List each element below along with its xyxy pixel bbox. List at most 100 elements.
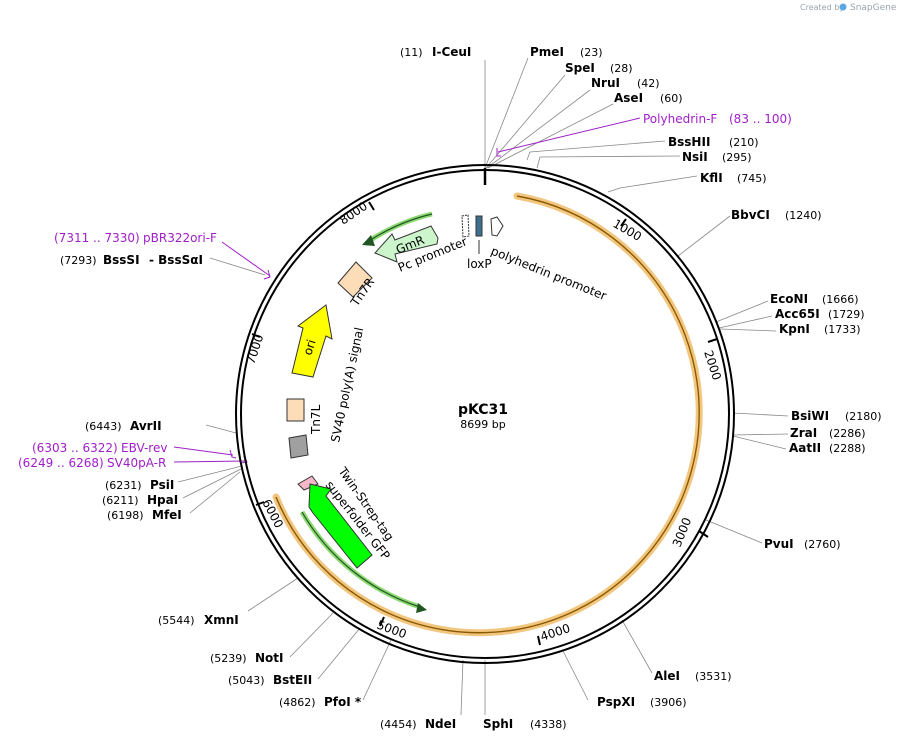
site-pspxi-pos: (3906) — [650, 696, 687, 709]
leader-sv40pa-r — [173, 460, 247, 463]
site-pfoi-pos: (4862) — [279, 696, 316, 709]
site-nrui-name: NruI — [591, 76, 620, 90]
site-mfei-pos: (6198) — [107, 509, 144, 522]
leader-bsssi — [209, 257, 266, 276]
site-avrii-name: AvrII — [130, 419, 162, 433]
primer-polyhedrin-f-range: (83 .. 100) — [729, 112, 792, 126]
leader-pfoi — [362, 639, 392, 701]
twin-strep-feature — [297, 475, 319, 491]
primer-polyhedrin-f-name: Polyhedrin-F — [643, 112, 717, 126]
leader-pspxi — [562, 650, 589, 701]
site-sphi-pos: (4338) — [530, 718, 567, 731]
leader-nrui — [486, 89, 591, 169]
tick-2000 — [707, 338, 718, 343]
site-acc65i-name: Acc65I — [775, 307, 820, 321]
primer-pbr322ori-f-range: (7311 .. 7330) — [54, 231, 140, 245]
backbone-outer-circle — [235, 164, 735, 664]
tick-3000 — [698, 530, 709, 538]
leader-asei — [487, 103, 614, 169]
site-spei-name: SpeI — [565, 61, 595, 75]
site-bsshii-pos: (210) — [729, 136, 759, 149]
sv40-label: SV40 poly(A) signal — [328, 326, 366, 444]
leader-noti — [289, 612, 334, 658]
leader-kfli — [607, 187, 621, 193]
leader-hpai — [182, 468, 242, 499]
site-hpai-pos: (6211) — [102, 494, 139, 507]
leader-econi — [715, 300, 769, 323]
site-psii-name: PsiI — [150, 478, 174, 492]
site-aatii-pos: (2288) — [829, 442, 866, 455]
leader-zrai — [732, 433, 789, 436]
ori-label: ori — [301, 338, 319, 357]
primer-mark-ebv-rev — [229, 449, 237, 459]
sfgfp-arc-line — [301, 511, 421, 608]
leader-spei — [485, 74, 566, 169]
brand-text: SnapGene — [850, 3, 897, 13]
leader-acc65i — [718, 315, 773, 329]
site-pvui-pos: (2760) — [804, 538, 841, 551]
tn7l-feature — [286, 398, 305, 422]
leader-mfei — [189, 471, 241, 514]
leader-alei — [621, 619, 653, 674]
site-noti-name: NotI — [255, 651, 284, 665]
site-bsteii-pos: (5043) — [228, 674, 265, 687]
tick-5000 — [379, 616, 385, 627]
site-bsssi-pos: (7293) — [60, 254, 97, 267]
site-pfoi-name: PfoI * — [324, 695, 362, 709]
primer-sv40pa-r-name: SV40pA-R — [107, 456, 166, 470]
primer-ebv-rev-range: (6303 .. 6322) — [32, 441, 118, 455]
site-bsiwi-pos: (2180) — [845, 410, 882, 423]
site-pspxi-name: PspXI — [597, 695, 635, 709]
leader-polyhedrin-f — [497, 117, 641, 153]
site-bsssi-name2: - BssSαI — [149, 253, 203, 267]
tick-8000 — [368, 201, 375, 211]
leader-bbvci — [677, 215, 731, 257]
leader-kpni — [719, 328, 777, 332]
site-bsssi-name: BssSI — [103, 253, 140, 267]
site-ndei-name: NdeI — [425, 717, 456, 731]
leader-bsiwi — [732, 412, 789, 417]
sv40-feature — [288, 434, 309, 459]
tn7r-feature — [337, 261, 373, 298]
site-bsiwi-name: BsiWI — [791, 409, 829, 423]
site-avrii-pos: (6443) — [85, 420, 122, 433]
site-psii-pos: (6231) — [105, 479, 142, 492]
leader-ndei — [460, 659, 464, 716]
leader-bsshii-2 — [529, 140, 666, 153]
site-mfei-name: MfeI — [152, 508, 182, 522]
primer-mark-polyhedrin-f — [496, 148, 501, 157]
primer-sv40pa-r-range: (6249 .. 6268) — [18, 456, 104, 470]
leader-ebv-rev — [173, 446, 234, 456]
site-zrai-name: ZraI — [790, 426, 817, 440]
tick-6000 — [255, 501, 265, 506]
primer-pbr322ori-f-name: pBR322ori-F — [143, 231, 217, 245]
site-nsii-name: NsiI — [682, 150, 708, 164]
site-pvui-name: PvuI — [764, 537, 794, 551]
leader-pvui — [705, 519, 763, 544]
site-nrui-pos: (42) — [637, 77, 660, 90]
site-econi-pos: (1666) — [822, 293, 859, 306]
polyhedrin-promoter-feature — [490, 216, 504, 237]
leader-xmni — [247, 577, 299, 612]
site-noti-pos: (5239) — [210, 652, 247, 665]
leader-aatii — [732, 435, 787, 450]
site-bbvci-pos: (1240) — [785, 209, 822, 222]
site-pmei-pos: (23) — [580, 46, 603, 59]
pc-promoter-feature — [461, 214, 470, 238]
sfgfp-feature — [308, 483, 373, 569]
sfgfp-arc-arrowhead — [416, 603, 427, 613]
site-spei-pos: (28) — [610, 62, 633, 75]
tick-1000 — [620, 218, 627, 227]
credit-text: Created by — [800, 3, 844, 12]
leader-bsteii — [317, 627, 361, 680]
primer-leader-lines — [173, 117, 641, 464]
site-alei-name: AleI — [654, 669, 680, 683]
plasmid-length: 8699 bp — [460, 418, 505, 431]
tick-marks — [251, 201, 718, 646]
site-econi-name: EcoNI — [770, 292, 808, 306]
leader-pmei — [484, 57, 529, 169]
leader-kfli-2 — [619, 175, 698, 189]
loxp-label: loxP — [467, 257, 492, 271]
site-ndei-pos: (4454) — [380, 718, 417, 731]
